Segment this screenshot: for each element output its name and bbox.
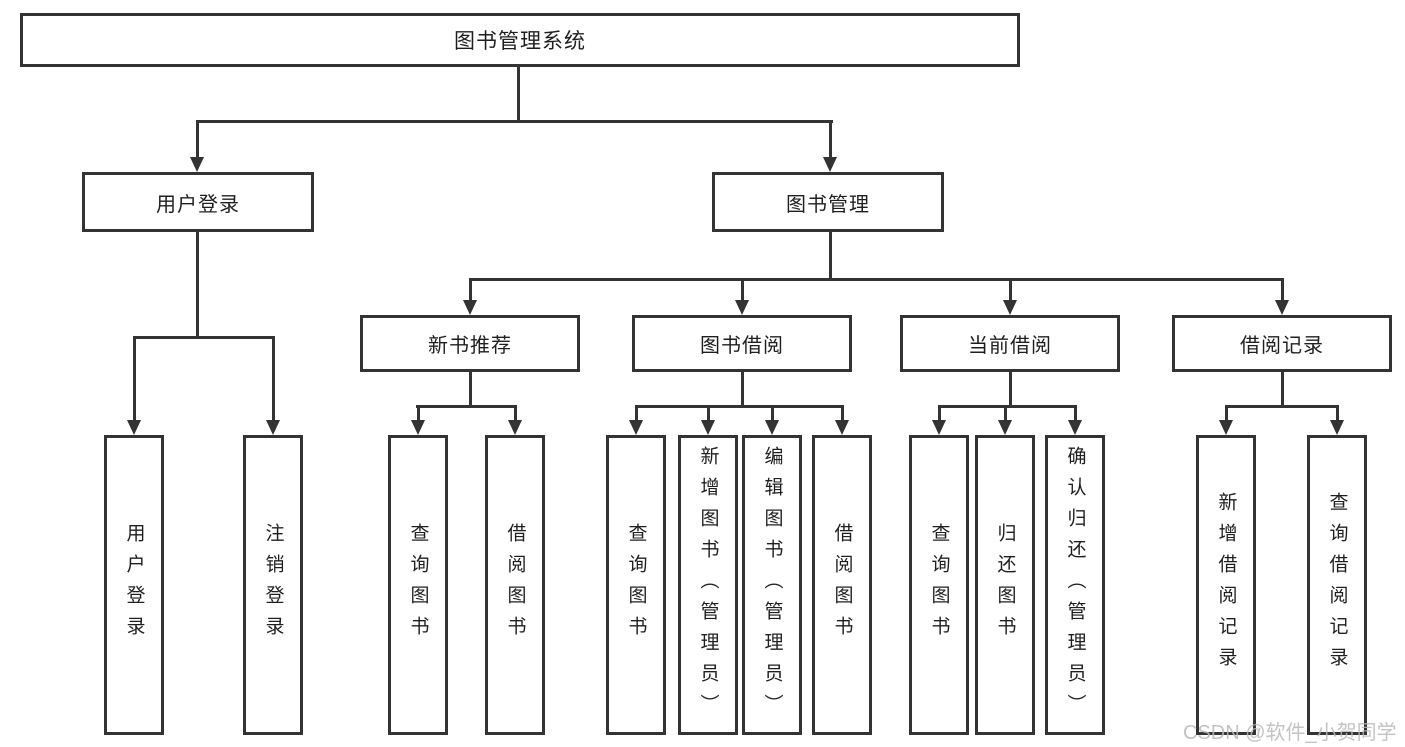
connector-arrow-down: [1067, 405, 1083, 435]
node-label: 借阅记录: [1240, 335, 1324, 357]
leaf-return-book: 归还图书: [975, 435, 1035, 735]
node-book-borrowing: 图书借阅: [632, 315, 852, 372]
connector-arrow-down: [189, 120, 205, 172]
connector-line: [1008, 372, 1012, 405]
connector-arrow-down: [628, 405, 644, 435]
leaf-label: 查询图书: [625, 523, 647, 647]
csdn-watermark: CSDN @软件_小贺同学: [1183, 722, 1397, 744]
leaf-user-login: 用户登录: [104, 435, 164, 735]
connector-arrow-down: [997, 405, 1013, 435]
connector-line: [828, 232, 832, 278]
connector-arrow-down: [507, 405, 523, 435]
leaf-label: 查询借阅记录: [1326, 492, 1348, 678]
node-label: 用户登录: [156, 193, 240, 216]
leaf-label: 归还图书: [994, 523, 1016, 647]
connector-arrow-down: [265, 336, 281, 435]
node-current-borrowing: 当前借阅: [900, 315, 1120, 372]
connector-arrow-down: [734, 278, 750, 315]
connector-line: [517, 67, 520, 120]
node-label: 新书推荐: [428, 335, 512, 357]
leaf-label: 确认归还（管理员）: [1064, 445, 1086, 725]
node-borrowing-records: 借阅记录: [1172, 315, 1392, 372]
connector-line: [740, 372, 744, 405]
leaf-borrow-books-borrowing: 借阅图书: [812, 435, 872, 735]
node-library-management-system: 图书管理系统: [20, 13, 1020, 67]
leaf-query-books-current: 查询图书: [909, 435, 969, 735]
leaf-add-borrow-record: 新增借阅记录: [1196, 435, 1256, 735]
leaf-edit-book-admin: 编辑图书（管理员）: [742, 435, 802, 735]
node-book-management: 图书管理: [712, 172, 944, 232]
leaf-logout: 注销登录: [243, 435, 303, 735]
connector-line: [1280, 372, 1284, 405]
leaf-label: 查询图书: [407, 523, 429, 647]
connector-arrow-down: [1274, 278, 1290, 315]
leaf-label: 借阅图书: [831, 523, 853, 647]
connector-arrow-down: [462, 278, 478, 315]
connector-arrow-down: [834, 405, 850, 435]
connector-arrow-down: [700, 405, 716, 435]
connector-line: [469, 278, 1283, 281]
connector-arrow-down: [931, 405, 947, 435]
connector-line: [938, 405, 1077, 408]
connector-line: [635, 405, 843, 408]
connector-arrow-down: [1218, 405, 1234, 435]
connector-line: [1225, 405, 1339, 408]
connector-arrow-down: [822, 120, 838, 172]
leaf-query-books-recommend: 查询图书: [388, 435, 448, 735]
connector-arrow-down: [410, 405, 426, 435]
connector-line: [468, 372, 472, 405]
connector-arrow-down: [1002, 278, 1018, 315]
leaf-label: 注销登录: [262, 523, 284, 647]
leaf-label: 查询图书: [928, 523, 950, 647]
connector-line: [416, 405, 517, 408]
connector-arrow-down: [764, 405, 780, 435]
leaf-label: 借阅图书: [504, 523, 526, 647]
leaf-query-books-borrowing: 查询图书: [606, 435, 666, 735]
node-label: 图书借阅: [700, 335, 784, 357]
leaf-label: 编辑图书（管理员）: [761, 445, 783, 725]
node-user-login: 用户登录: [82, 172, 314, 232]
connector-line: [196, 120, 833, 123]
connector-line: [195, 232, 199, 336]
node-label: 当前借阅: [968, 335, 1052, 357]
leaf-add-book-admin: 新增图书（管理员）: [678, 435, 738, 735]
node-new-book-recommendation: 新书推荐: [360, 315, 580, 372]
leaf-borrow-books-recommend: 借阅图书: [485, 435, 545, 735]
node-label: 图书管理: [786, 193, 870, 216]
leaf-label: 新增借阅记录: [1215, 492, 1237, 678]
connector-arrow-down: [126, 336, 142, 435]
leaf-query-borrow-record: 查询借阅记录: [1307, 435, 1367, 735]
leaf-label: 新增图书（管理员）: [697, 445, 719, 725]
connector-arrow-down: [1329, 405, 1345, 435]
node-label: 图书管理系统: [454, 30, 586, 53]
leaf-confirm-return-admin: 确认归还（管理员）: [1045, 435, 1105, 735]
connector-line: [133, 336, 275, 339]
leaf-label: 用户登录: [123, 523, 145, 647]
